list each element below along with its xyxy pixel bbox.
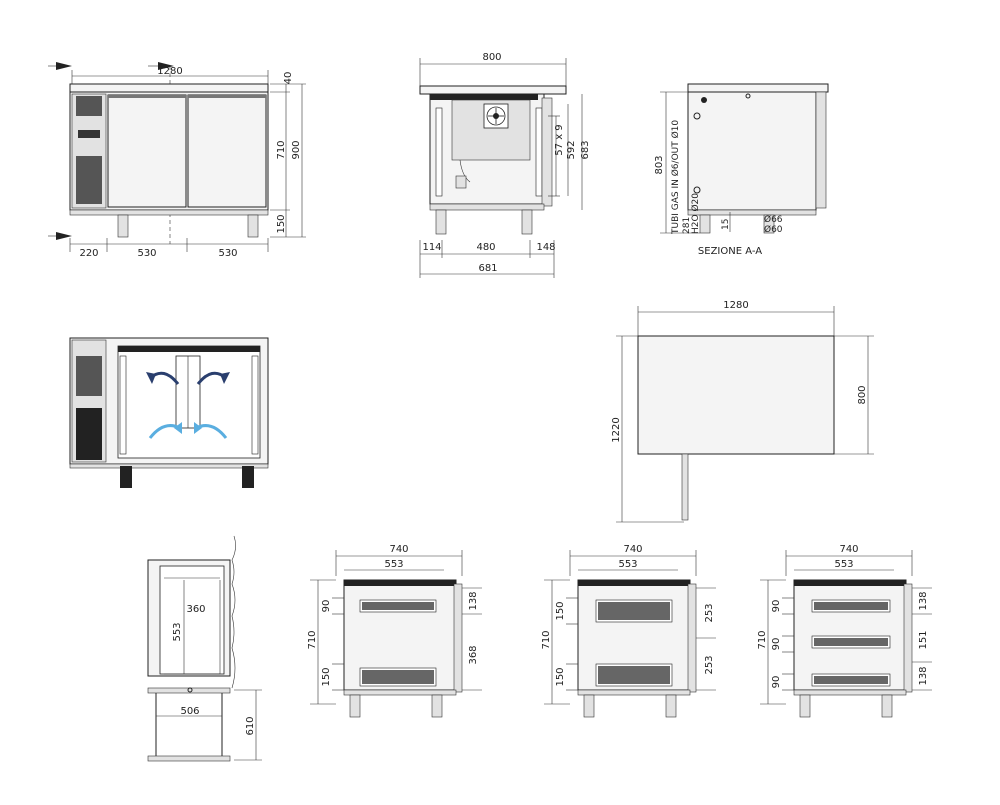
plan-worktop — [637, 335, 835, 455]
front-legs-label: 150 — [276, 214, 287, 233]
front-seg2-label: 530 — [137, 248, 156, 259]
config-c-r2-label: 151 — [918, 630, 929, 649]
section-worktop — [687, 83, 829, 93]
plan-depth-label: 800 — [857, 385, 868, 404]
section-caption: SEZIONE A-A — [698, 246, 762, 257]
config-a-outer-label: 740 — [389, 544, 408, 555]
config-c-d1-label: 90 — [771, 600, 782, 613]
config-c-d2-label: 90 — [771, 638, 782, 651]
config-c-d3-label: 90 — [771, 676, 782, 689]
plan-width-label: 1280 — [723, 300, 748, 311]
caster-wheel — [120, 466, 132, 488]
control-display — [78, 130, 100, 138]
side-view: 800 57 x 9 592 683 — [419, 52, 591, 278]
fan-icon — [483, 103, 509, 129]
config-b-inner-label: 553 — [618, 559, 637, 570]
front-worktop — [69, 83, 269, 93]
section-arrow-icon — [56, 232, 72, 240]
front-door-left — [107, 94, 187, 208]
config-a-height-label: 710 — [307, 630, 318, 649]
drawer-depth-label: 610 — [245, 716, 256, 735]
section-h2o-label: H2O Ø20 — [690, 193, 701, 234]
side-depth-label: 681 — [478, 263, 497, 274]
section-height-label: 803 — [654, 155, 665, 174]
side-middle-label: 480 — [476, 242, 495, 253]
drawer-height-label: 553 — [172, 622, 183, 641]
side-leg — [435, 209, 447, 235]
config-b-height-label: 710 — [541, 630, 552, 649]
config-b-d-top-label: 150 — [555, 601, 566, 620]
drawer-inner-label: 360 — [186, 604, 205, 615]
front-door-right — [187, 94, 267, 208]
door-handle-right — [188, 95, 266, 98]
vent-grille-icon — [76, 96, 102, 204]
front-seg3-label: 530 — [218, 248, 237, 259]
front-leg — [247, 214, 259, 238]
vent-grille-icon — [76, 356, 102, 396]
drawer-width-label: 506 — [180, 706, 199, 717]
section-arrow-icon — [158, 62, 174, 70]
config-c-height-label: 710 — [757, 630, 768, 649]
section-gas-label: TUBI GAS IN Ø6/OUT Ø10 — [670, 120, 681, 235]
front-top-label: 40 — [283, 72, 294, 85]
section-leg — [699, 214, 711, 234]
config-a-r-top-label: 138 — [468, 591, 479, 610]
rail-slots — [435, 107, 543, 197]
side-h2-label: 683 — [580, 140, 591, 159]
side-width-label: 800 — [482, 52, 501, 63]
section-view: 803 TUBI GAS IN Ø6/OUT Ø10 281 H2O Ø20 1… — [654, 83, 829, 257]
front-width-label: 1280 — [157, 66, 182, 77]
front-total-height-label: 900 — [291, 140, 302, 159]
config-a-inner-label: 553 — [384, 559, 403, 570]
front-seg1-label: 220 — [79, 248, 98, 259]
section-leg — [763, 214, 775, 234]
section-d66-label: Ø66 — [764, 214, 783, 225]
config-b-r-top-label: 253 — [704, 603, 715, 622]
drain-pipe — [455, 175, 467, 189]
caster-wheel — [242, 466, 254, 488]
config-b-view: 740 553 710 150 150 253 253 — [541, 544, 716, 718]
side-h1-label: 592 — [566, 140, 577, 159]
section-d60-label: Ø60 — [764, 224, 783, 235]
side-left-label: 114 — [422, 242, 441, 253]
front-leg — [117, 214, 129, 238]
door-handle-left — [108, 95, 186, 98]
config-a-view: 740 553 710 90 150 138 368 — [307, 544, 482, 718]
plan-view: 1280 800 1220 — [611, 300, 874, 523]
config-b-d-bottom-label: 150 — [555, 667, 566, 686]
airflow-hot-arrow-icon — [146, 371, 230, 385]
config-c-body — [793, 579, 907, 691]
section-h2o-height-label: 281 — [682, 217, 692, 234]
config-a-d-top-label: 90 — [321, 600, 332, 613]
plan-open-door — [681, 453, 689, 521]
config-c-inner-label: 553 — [834, 559, 853, 570]
config-b-outer-label: 740 — [623, 544, 642, 555]
front-body-height-label: 710 — [276, 140, 287, 159]
section-body — [687, 91, 817, 211]
config-c-r1-label: 138 — [918, 591, 929, 610]
section-small-label: 15 — [721, 219, 731, 230]
config-a-r-bottom-label: 368 — [468, 645, 479, 664]
airflow-cold-arrow-icon — [148, 422, 228, 439]
side-right-label: 148 — [536, 242, 555, 253]
config-c-outer-label: 740 — [839, 544, 858, 555]
airflow-view — [69, 337, 269, 488]
side-door-profile — [541, 97, 553, 207]
drawer-detail: 360 553 506 610 — [147, 535, 262, 762]
compressor-icon — [76, 408, 102, 460]
config-b-r-bottom-label: 253 — [704, 655, 715, 674]
front-view: 1280 40 710 — [48, 62, 306, 259]
section-door — [815, 91, 827, 209]
plan-open-depth-label: 1220 — [611, 417, 622, 442]
config-c-view: 740 553 710 90 90 90 138 151 138 — [757, 544, 932, 718]
config-c-r3-label: 138 — [918, 666, 929, 685]
side-leg — [521, 209, 533, 235]
config-a-d-bottom-label: 150 — [321, 667, 332, 686]
section-arrow-icon — [56, 62, 72, 70]
side-rails-label: 57 x 9 — [554, 124, 565, 155]
side-worktop — [419, 85, 567, 95]
